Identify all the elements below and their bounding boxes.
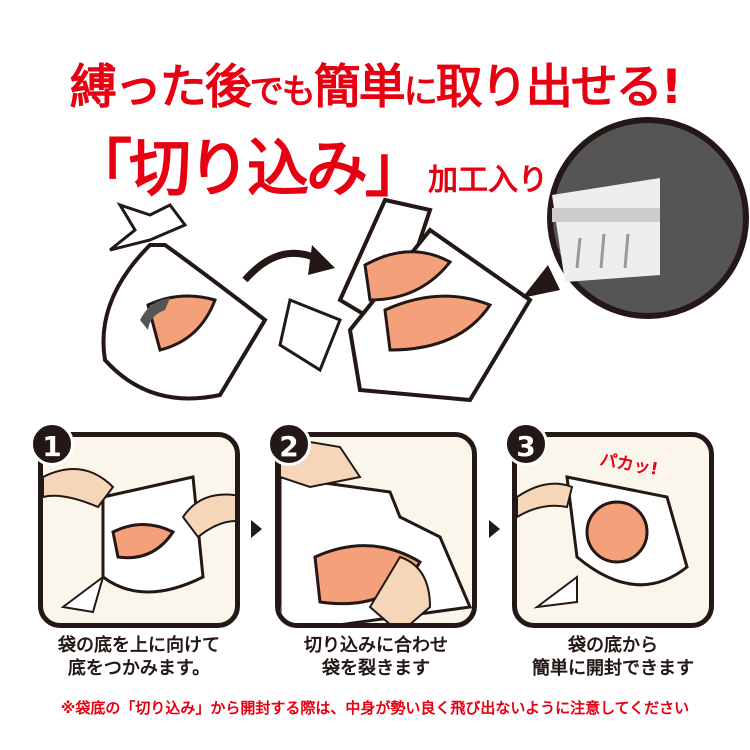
- opened-bag-icon: [278, 197, 533, 403]
- caution-note: ※袋底の「切り込み」から開封する際は、中身が勢い良く飛び出ないように注意してくだ…: [60, 699, 690, 717]
- step-2-caption-line1: 切り込みに合わせ: [304, 635, 448, 656]
- next-arrow-icon: [251, 520, 262, 538]
- step-2-number: 2: [267, 422, 311, 466]
- step-3-caption-line1: 袋の底から: [568, 635, 658, 656]
- step-2-illustration: [280, 437, 472, 623]
- step-1-illustration: [43, 468, 235, 614]
- step-3-panel: [512, 432, 714, 628]
- bag-illustration: [101, 117, 749, 403]
- headline-line1: 縛った後でも簡単に取り出せる!: [69, 60, 682, 115]
- step-3-number: 3: [504, 422, 548, 466]
- step-3-caption: 袋の底から簡単に開封できます: [498, 634, 728, 680]
- step-3-illustration: [517, 475, 689, 609]
- tied-bag-icon: [101, 202, 268, 401]
- step-3-caption-line2: 簡単に開封できます: [532, 658, 694, 679]
- step-2-panel: [275, 432, 477, 628]
- headline-line2: 「切り込み」加工入り: [70, 132, 549, 205]
- curved-arrow-head-icon: [308, 245, 335, 275]
- step-1-caption: 袋の底を上に向けて底をつかみます。: [24, 634, 254, 680]
- step-2-caption: 切り込みに合わせ袋を裂きます: [261, 634, 491, 680]
- step-2-caption-line2: 袋を裂きます: [322, 658, 430, 679]
- step-1-caption-line2: 底をつかみます。: [67, 658, 211, 679]
- curved-arrow-icon: [242, 249, 322, 283]
- step-1-number: 1: [30, 422, 74, 466]
- next-arrow-icon: [489, 520, 500, 538]
- step-1-caption-line1: 袋の底を上に向けて: [58, 635, 220, 656]
- step-1-panel: [38, 432, 240, 628]
- zoom-detail-icon: [522, 117, 749, 319]
